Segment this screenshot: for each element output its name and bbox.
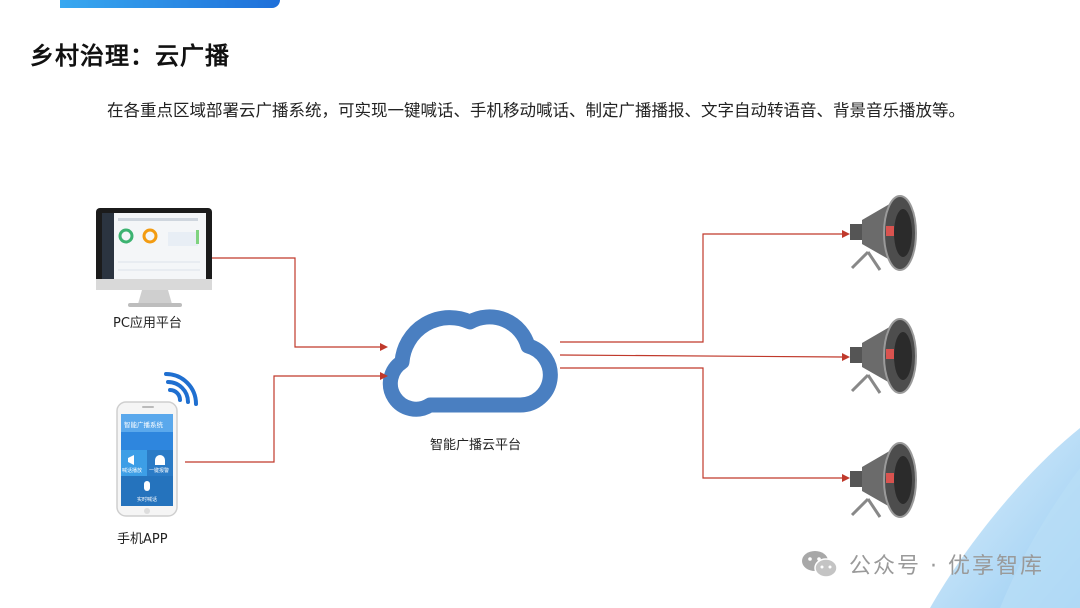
watermark-text: 公众号 · 优享智库 — [849, 554, 1044, 579]
phone-btn-left: 喊话播放 — [122, 467, 142, 474]
cloud-label: 智能广播云平台 — [430, 438, 522, 453]
wechat-icon — [802, 551, 838, 578]
pc-monitor-icon — [96, 208, 212, 307]
connection-lines — [185, 233, 843, 479]
speaker-small-icon — [128, 455, 134, 465]
pc-label: PC应用平台 — [113, 316, 182, 331]
arrow-heads — [380, 230, 850, 482]
intro-paragraph: 在各重点区域部署云广播系统，可实现一键喊话、手机移动喊话、制定广播播报、文字自动… — [107, 101, 965, 120]
corner-decoration — [910, 428, 1080, 608]
microphone-icon — [144, 481, 150, 491]
horn-speaker-icon — [850, 318, 917, 394]
phone-btn-right: 一键报警 — [149, 467, 169, 474]
phone-screen-header: 智能广播系统 — [124, 420, 164, 429]
page-title: 乡村治理：云广播 — [30, 41, 230, 70]
cloud-icon — [382, 309, 558, 417]
phone-btn-bottom: 实时喊话 — [137, 496, 157, 503]
bell-icon — [155, 455, 165, 465]
wifi-signal-icon — [164, 372, 198, 406]
horn-speaker-icon — [850, 442, 917, 518]
watermark: 公众号 · 优享智库 — [801, 548, 1044, 580]
horn-speaker-icon — [850, 195, 917, 271]
top-accent-bar — [60, 0, 280, 8]
phone-label: 手机APP — [117, 532, 168, 547]
